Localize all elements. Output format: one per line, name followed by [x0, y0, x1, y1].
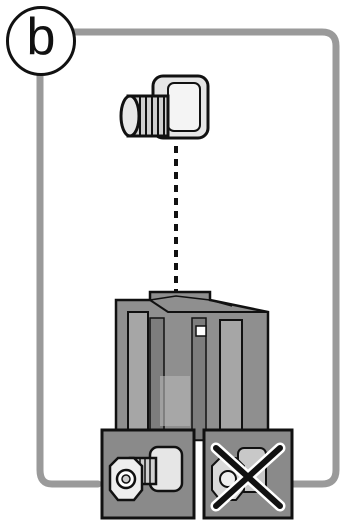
bolt-with-nut-icon: [102, 430, 194, 518]
step-label-badge: b: [6, 6, 76, 76]
t-bolt-icon: [121, 76, 208, 138]
crossed-out-nut-icon: [204, 430, 292, 518]
aluminium-profile-icon: [116, 292, 268, 440]
step-label-text: b: [27, 11, 56, 63]
